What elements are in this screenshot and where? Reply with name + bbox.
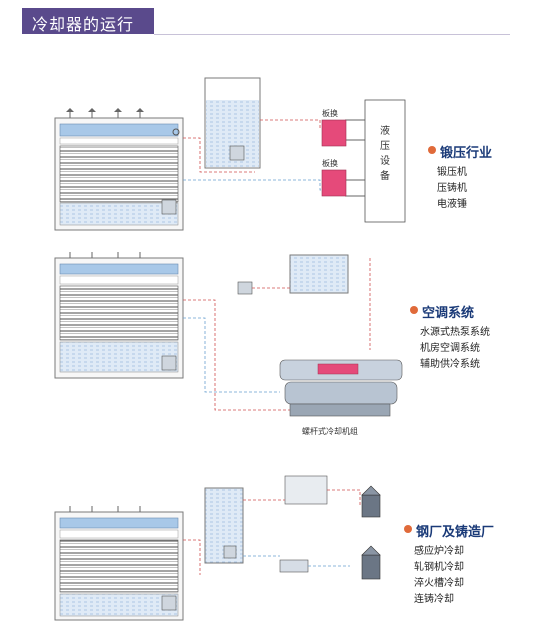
plate-exchanger-1 [321,119,347,147]
water-tank-1 [204,77,261,169]
section-2-diagram [54,252,403,417]
section-1-industry: 锻压行业 [440,146,493,161]
pump-2 [237,281,253,295]
section-1-item-1: 锻压机 [437,167,467,178]
plate-hx-label-2: 板换 [322,159,338,168]
section-2-item-3: 辅助供冷系统 [420,359,480,370]
control-cabinet [284,475,328,505]
section-2-bullet [410,306,418,314]
cooling-tower-3 [54,506,184,621]
furnace-2 [361,545,381,580]
section-2-industry: 空调系统 [422,306,475,321]
title-rule [154,34,510,35]
pump-3 [223,545,237,559]
section-3-industry: 钢厂及铸造厂 [416,525,495,540]
chiller-label: 螺杆式冷却机组 [302,427,358,436]
section-3-bullet [404,525,412,533]
section-3-diagram [54,475,381,621]
cooling-tower-1 [54,108,184,231]
section-1-item-2: 压铸机 [437,183,467,194]
section-2-item-1: 水源式热泵系统 [420,327,490,338]
section-1-diagram [54,77,406,231]
section-1-bullet [428,146,436,154]
page-title: 冷却器的运行 [32,15,135,34]
plate-hx-label-1: 板换 [322,109,338,118]
section-1-item-3: 电液锤 [437,199,467,210]
section-3-item-3: 淬火槽冷却 [414,578,464,589]
hydraulic-equipment-box [364,99,406,223]
section-2-item-2: 机房空调系统 [420,343,480,354]
pump-station [279,559,309,573]
page-title-bar: 冷却器的运行 [22,8,154,34]
hydraulic-equipment-label: 液压设备 [380,126,390,182]
furnace-1 [361,485,381,518]
screw-chiller [279,359,403,417]
water-tank-2 [289,254,349,294]
section-3-item-2: 轧钢机冷却 [414,562,464,573]
cooling-tower-2 [54,252,184,379]
section-3-item-4: 连铸冷却 [414,594,454,605]
section-3-item-1: 感应炉冷却 [414,546,464,557]
plate-exchanger-2 [321,169,347,197]
